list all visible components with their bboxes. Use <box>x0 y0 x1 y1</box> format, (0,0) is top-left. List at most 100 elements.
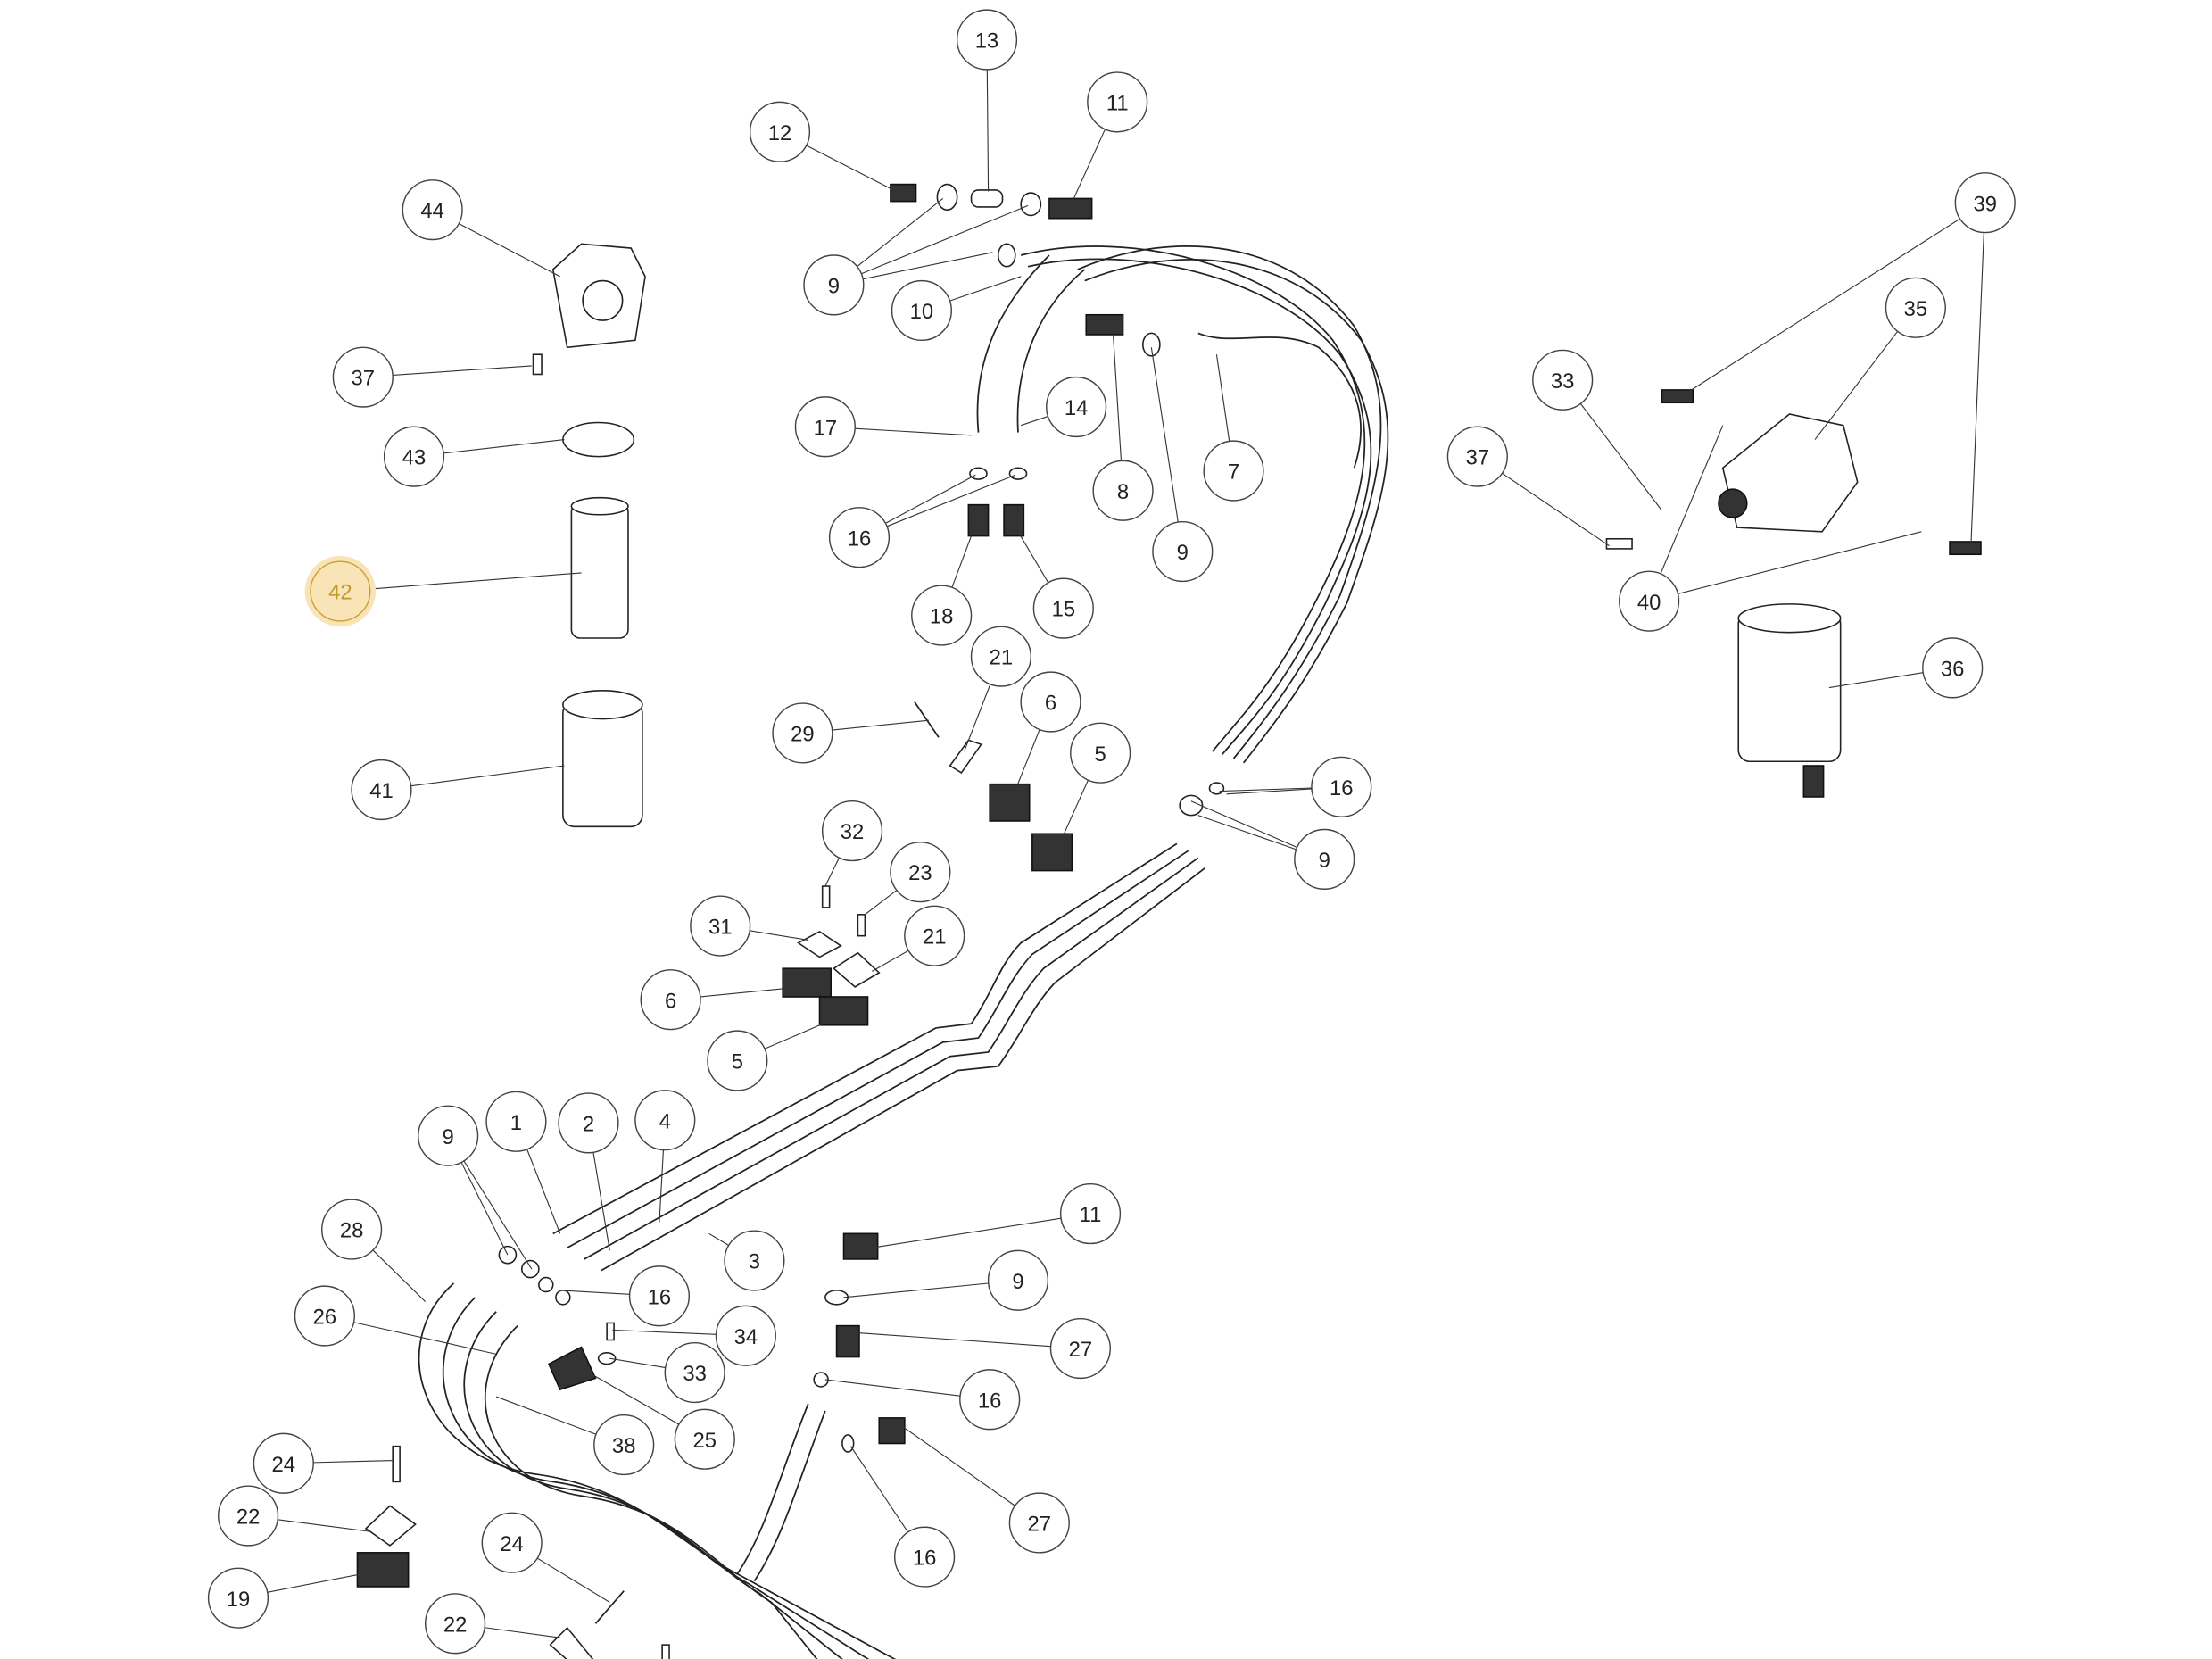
callout-number: 16 <box>848 527 872 551</box>
callout-12[interactable]: 12 <box>749 101 811 162</box>
callout-21[interactable]: 21 <box>904 905 965 966</box>
callout-36[interactable]: 36 <box>1922 637 1984 699</box>
callout-22[interactable]: 22 <box>425 1593 486 1655</box>
callout-27[interactable]: 27 <box>1049 1317 1111 1380</box>
callout-34[interactable]: 34 <box>715 1305 776 1366</box>
callout-33[interactable]: 33 <box>664 1341 725 1404</box>
callout-9[interactable]: 9 <box>1152 520 1214 583</box>
callout-number: 14 <box>1065 396 1089 420</box>
callout-5[interactable]: 5 <box>707 1030 768 1091</box>
callout-number: 35 <box>1904 297 1928 321</box>
callout-number: 40 <box>1637 591 1661 615</box>
callout-circle <box>821 800 883 862</box>
callout-number: 19 <box>227 1588 251 1612</box>
callout-33[interactable]: 33 <box>1532 349 1594 411</box>
leader-line <box>857 198 944 268</box>
callout-28[interactable]: 28 <box>321 1199 383 1260</box>
callout-circle <box>640 969 701 1031</box>
callout-16[interactable]: 16 <box>959 1369 1021 1431</box>
callout-38[interactable]: 38 <box>593 1414 655 1476</box>
callout-circle <box>1619 570 1680 632</box>
callout-16[interactable]: 16 <box>828 507 891 568</box>
callout-circle <box>207 1567 269 1629</box>
callout-number: 43 <box>402 446 427 470</box>
callout-32[interactable]: 32 <box>821 800 883 862</box>
callout-19[interactable]: 19 <box>207 1567 269 1629</box>
leader-line <box>1020 416 1048 427</box>
callout-11[interactable]: 11 <box>1059 1183 1122 1245</box>
callout-2[interactable]: 2 <box>558 1092 619 1154</box>
leader-line <box>964 684 991 752</box>
callout-9[interactable]: 9 <box>803 254 865 316</box>
callout-40[interactable]: 40 <box>1619 570 1680 632</box>
callout-35[interactable]: 35 <box>1885 277 1946 338</box>
callout-circle <box>1092 460 1154 521</box>
upper-tube-bundle <box>976 245 1389 764</box>
leader-line <box>1502 472 1610 547</box>
callout-24[interactable]: 24 <box>481 1512 543 1573</box>
callout-9[interactable]: 9 <box>418 1105 479 1166</box>
callout-25[interactable]: 25 <box>674 1408 735 1470</box>
callout-number: 39 <box>1973 192 1997 216</box>
leader-line <box>410 765 565 787</box>
callout-6[interactable]: 6 <box>640 969 701 1031</box>
callout-14[interactable]: 14 <box>1046 376 1107 438</box>
callout-number: 9 <box>443 1125 454 1149</box>
leader-line <box>581 1367 680 1425</box>
callout-circle <box>1049 1317 1111 1380</box>
callout-37[interactable]: 37 <box>1446 426 1508 487</box>
callout-16[interactable]: 16 <box>894 1526 956 1588</box>
leader-line <box>592 1152 610 1251</box>
callout-16[interactable]: 16 <box>1311 756 1372 817</box>
callout-41[interactable]: 41 <box>351 759 412 821</box>
callout-1[interactable]: 1 <box>485 1091 547 1152</box>
callout-3[interactable]: 3 <box>724 1230 785 1291</box>
callout-15[interactable]: 15 <box>1032 577 1094 639</box>
callout-42[interactable]: 42 <box>304 555 377 627</box>
callout-number: 31 <box>708 916 733 940</box>
callout-24[interactable]: 24 <box>253 1432 314 1494</box>
callout-9[interactable]: 9 <box>987 1249 1049 1311</box>
callout-43[interactable]: 43 <box>383 426 445 487</box>
callout-37[interactable]: 37 <box>332 346 394 408</box>
leader-line <box>986 69 990 192</box>
callout-4[interactable]: 4 <box>634 1090 696 1151</box>
callout-circle <box>634 1090 696 1151</box>
callout-22[interactable]: 22 <box>218 1485 279 1547</box>
callout-number: 26 <box>313 1306 337 1330</box>
callout-26[interactable]: 26 <box>294 1285 355 1347</box>
callout-circle <box>987 1249 1049 1311</box>
callout-21[interactable]: 21 <box>970 626 1031 687</box>
callout-44[interactable]: 44 <box>402 179 463 241</box>
callout-31[interactable]: 31 <box>690 895 751 957</box>
leader-line <box>1013 729 1040 794</box>
callout-11[interactable]: 11 <box>1087 71 1148 133</box>
callout-circle <box>1885 277 1946 338</box>
callout-7[interactable]: 7 <box>1203 440 1264 502</box>
callout-circle <box>959 1369 1021 1431</box>
leader-line <box>1970 232 1984 546</box>
callout-number: 11 <box>1106 91 1129 115</box>
callout-18[interactable]: 18 <box>911 585 973 646</box>
leader-line <box>313 1459 394 1464</box>
callout-39[interactable]: 39 <box>1954 172 2016 234</box>
callout-29[interactable]: 29 <box>772 702 833 764</box>
leader-line <box>372 1249 427 1302</box>
callout-10[interactable]: 10 <box>891 279 953 342</box>
callout-16[interactable]: 16 <box>628 1265 691 1327</box>
callout-5[interactable]: 5 <box>1070 722 1131 784</box>
callout-9[interactable]: 9 <box>1294 828 1355 890</box>
leader-line <box>1017 531 1049 584</box>
highlight-halo <box>304 555 377 627</box>
callout-27[interactable]: 27 <box>1008 1492 1070 1554</box>
leader-line <box>1828 672 1924 689</box>
callout-number: 41 <box>369 779 394 803</box>
callout-circle <box>724 1230 785 1291</box>
callout-13[interactable]: 13 <box>956 9 1018 71</box>
callout-8[interactable]: 8 <box>1092 460 1154 521</box>
leader-line <box>865 890 898 916</box>
callout-17[interactable]: 17 <box>794 396 856 458</box>
callout-6[interactable]: 6 <box>1020 671 1081 733</box>
callout-23[interactable]: 23 <box>890 842 951 903</box>
leader-line <box>1814 330 1899 440</box>
